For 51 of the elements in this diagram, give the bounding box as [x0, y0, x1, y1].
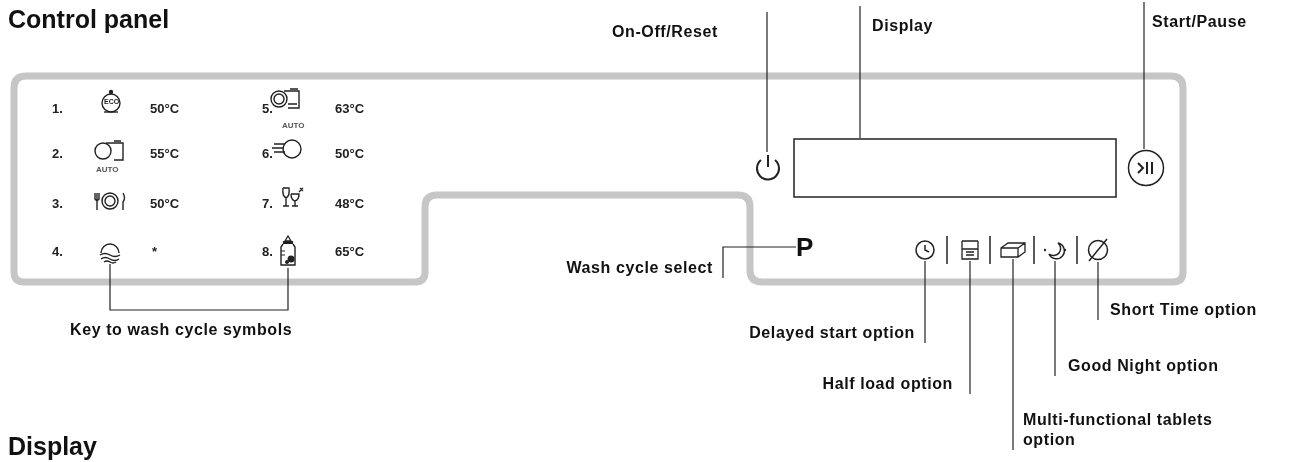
auto-caption: AUTO [96, 165, 119, 174]
temperature-value: 50°C [335, 146, 365, 161]
callout-label: Wash cycle select [566, 258, 713, 278]
button-letter: P [796, 232, 814, 262]
start-pause-button [1127, 149, 1165, 187]
section-heading: Display [8, 432, 97, 461]
wave-icon [98, 240, 122, 264]
leader-line [180, 267, 289, 311]
leader-line [1143, 1, 1145, 150]
leader-line [1097, 261, 1099, 321]
clock-icon [914, 239, 936, 261]
leader-line [109, 263, 182, 311]
temperature-value: * [152, 244, 158, 259]
tablet-icon [999, 241, 1027, 259]
leader-line [859, 5, 861, 139]
callout-label: Half load option [822, 374, 953, 394]
leader-line [1054, 260, 1056, 377]
temperature-value: 50°C [150, 101, 180, 116]
row-number: 5. [262, 101, 273, 116]
baby-bottle-icon [277, 235, 299, 268]
leader-line [1012, 258, 1014, 451]
leader-line [766, 11, 768, 153]
leader-line [969, 260, 971, 395]
row-number: 6. [262, 146, 273, 161]
leader-line [924, 260, 926, 344]
row-number: 3. [52, 196, 63, 211]
title: Control panel [8, 4, 170, 34]
temperature-value: 50°C [150, 196, 180, 211]
row-number: 2. [52, 146, 63, 161]
temperature-value: 55°C [150, 146, 180, 161]
auto-caption: AUTO [282, 121, 305, 130]
row-number: 7. [262, 196, 273, 211]
temperature-value: 48°C [335, 196, 365, 211]
temperature-value: 65°C [335, 244, 365, 259]
callout-label: On-Off/Reset [612, 22, 718, 42]
temperature-value: 63°C [335, 101, 365, 116]
moon-icon [1043, 239, 1067, 261]
crossed-circle-icon [1087, 238, 1109, 262]
callout-label: Display [872, 16, 934, 36]
row-number: 8. [262, 244, 273, 259]
callout-label: Start/Pause [1152, 12, 1247, 32]
row-number: 4. [52, 244, 63, 259]
callout-label: Short Time option [1110, 300, 1257, 320]
row-number: 1. [52, 101, 63, 116]
callout-label: Good Night option [1068, 356, 1219, 376]
half-load-icon [960, 239, 980, 261]
callout-label: Delayed start option [749, 323, 915, 343]
leader-line [722, 246, 797, 279]
display-screen [793, 138, 1117, 198]
callout-label: Multi-functional tablets option [1023, 410, 1248, 450]
callout-label: Key to wash cycle symbols [70, 320, 293, 340]
